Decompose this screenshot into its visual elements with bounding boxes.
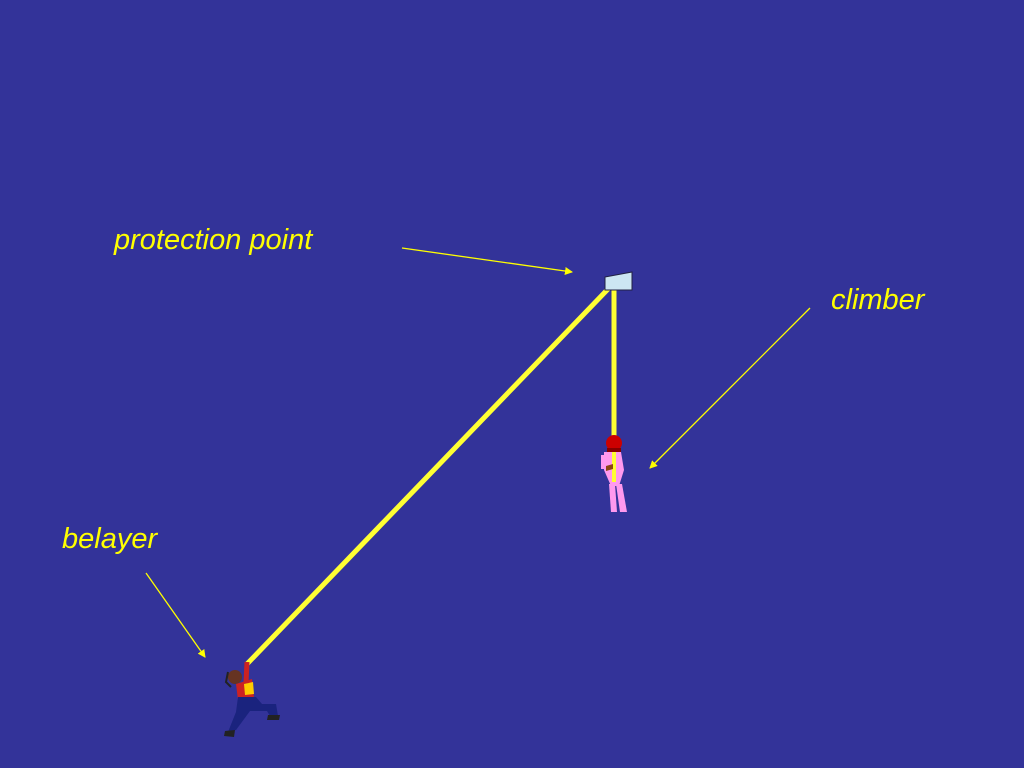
rope-belayer-segment [244, 285, 612, 667]
protection-point-label: protection point [114, 224, 313, 256]
climber-figure [601, 435, 627, 512]
climber-label: climber [831, 284, 925, 316]
protection-point-arrow [401, 247, 573, 275]
protection-point-icon [604, 271, 633, 291]
belayer-figure [224, 661, 280, 737]
belayer-arrow [145, 572, 206, 658]
belayer-label: belayer [62, 523, 158, 555]
climber-arrow [649, 307, 811, 469]
